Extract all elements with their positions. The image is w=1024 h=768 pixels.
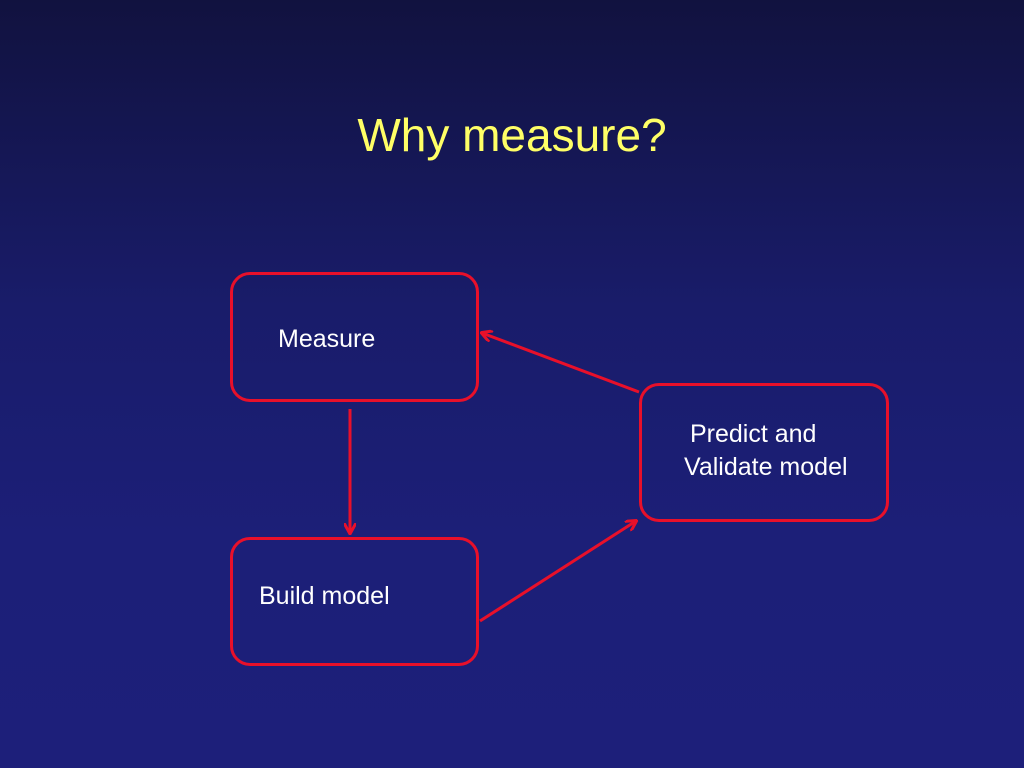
predict-validate-label-line1: Predict and	[690, 420, 817, 448]
arrow-build-to-predict	[479, 521, 636, 623]
measure-label: Measure	[278, 325, 376, 353]
build-model-node: Build model	[230, 537, 479, 666]
predict-validate-label: Predict and Validate model	[684, 418, 848, 484]
build-model-label: Build model	[259, 582, 390, 610]
arrow-predict-to-measure	[482, 333, 640, 394]
predict-validate-label-line2: Validate model	[684, 453, 848, 481]
predict-validate-node: Predict and Validate model	[639, 383, 889, 522]
measure-node: Measure	[230, 272, 479, 402]
slide-title: Why measure?	[357, 109, 667, 161]
